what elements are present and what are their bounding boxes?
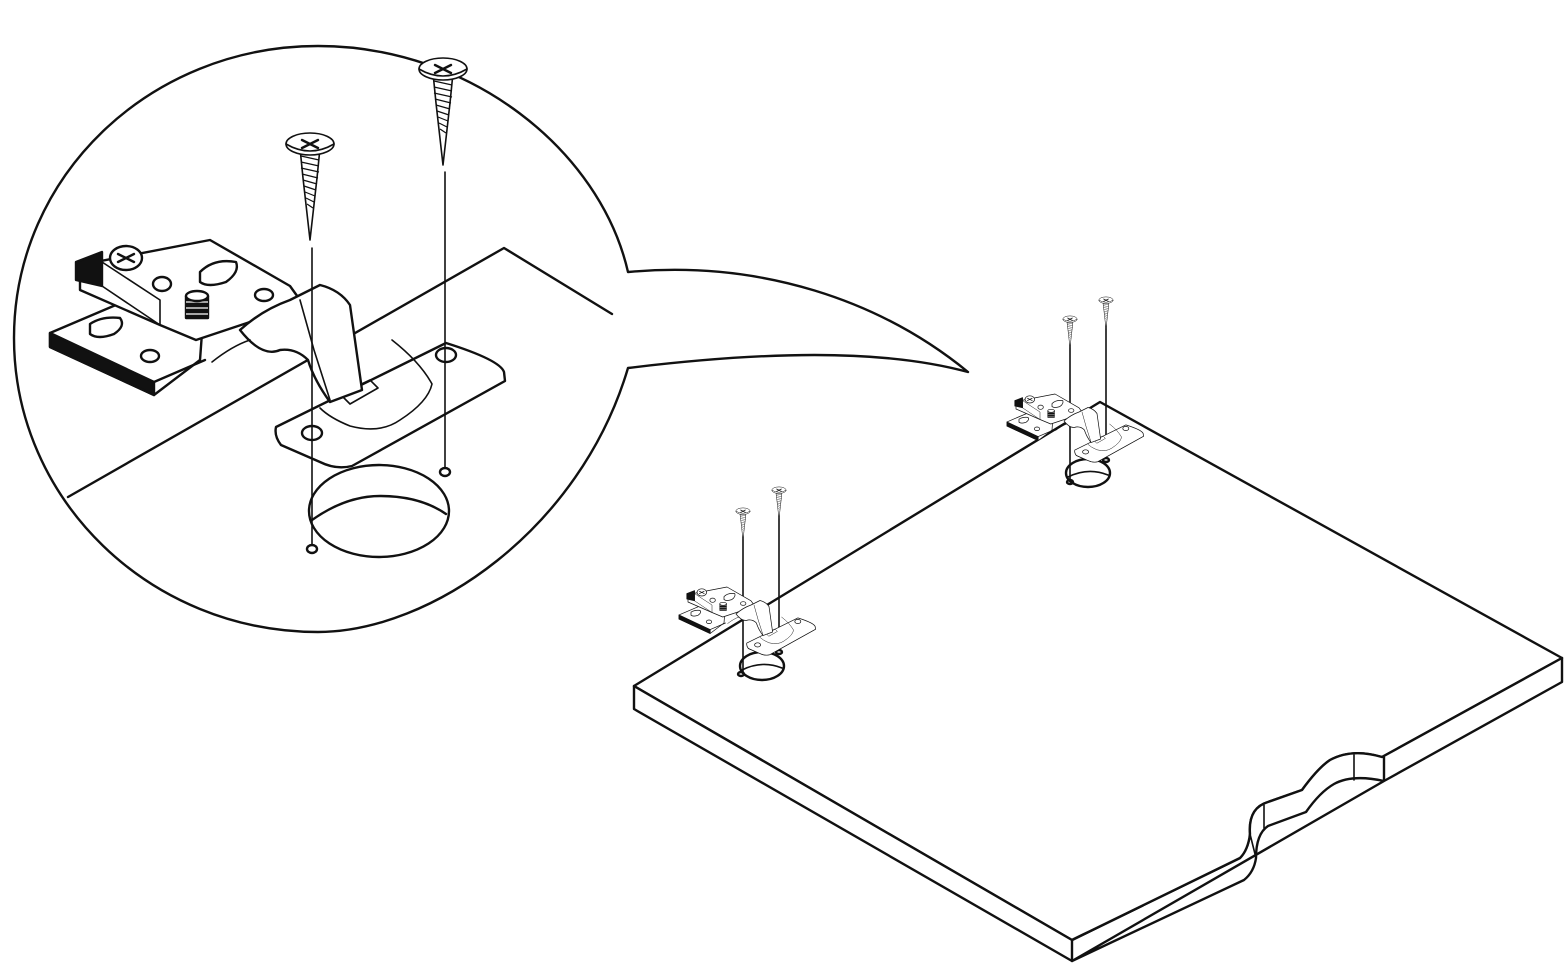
callout-bubble [12, 44, 970, 634]
screw [735, 507, 751, 541]
hinge-assembly-back [1006, 296, 1144, 489]
screw [771, 486, 787, 520]
panel-side-edge [1070, 656, 1564, 963]
pilot-hole [736, 670, 746, 678]
panel [632, 296, 1564, 963]
screw [1062, 315, 1078, 349]
hinge-cup-hole [307, 463, 451, 559]
hinge-assembly-front [678, 486, 816, 682]
detail-callout [12, 44, 970, 634]
screw [1098, 296, 1114, 330]
panel-edge-lines [66, 246, 614, 499]
